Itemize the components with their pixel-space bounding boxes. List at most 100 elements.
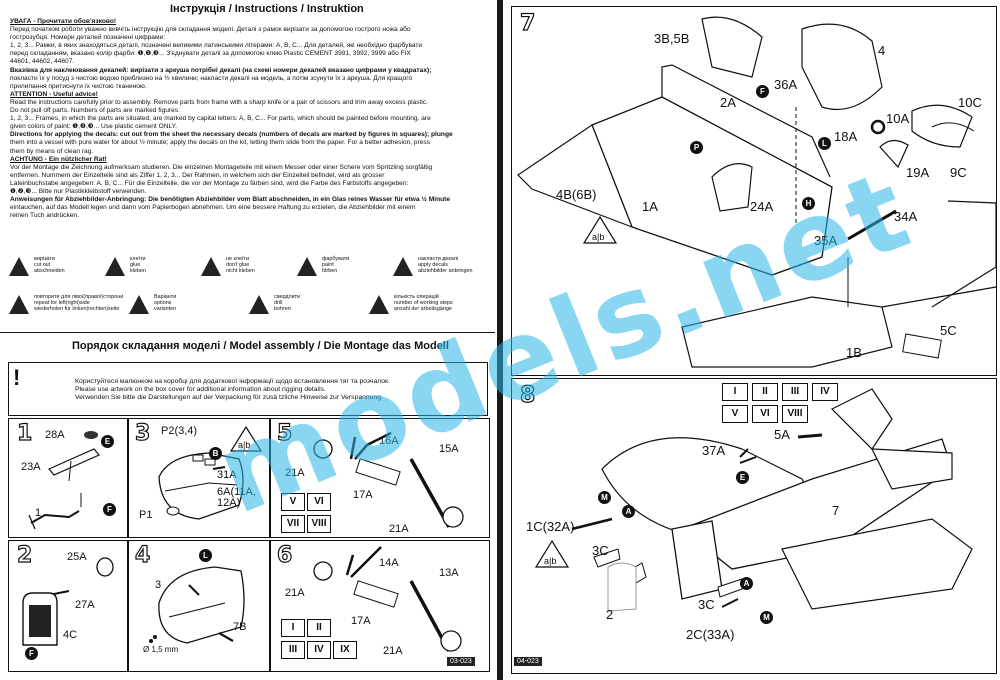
svg-text:a|b: a|b: [238, 440, 250, 450]
step-3-drawing: [158, 452, 244, 520]
legend-symbol-icon: [8, 294, 30, 316]
intro-line: 1, 2, 3... Рамки, в яких знаходяться дет…: [10, 42, 423, 50]
part-label: 23A: [21, 461, 41, 473]
step-5-panel: 5 16A 15A 21A 17A 21A V VI VII VIII: [270, 418, 490, 538]
step-8-panel: 8 I II III IV V VI VIII 5A 37A 1C(32A) 3…: [511, 378, 997, 674]
legend-text: накласти декалі apply decals abziehbilde…: [418, 256, 473, 275]
rigging-note-box: ! Користуйтеся малюнком на коробці для д…: [8, 362, 488, 416]
variant-cell: V: [281, 493, 305, 511]
part-label: 4: [878, 43, 886, 58]
page-code: 03-023: [447, 657, 475, 666]
step-number: 7: [519, 10, 536, 36]
part-label: 27A: [75, 599, 95, 611]
color-badge: F: [25, 647, 38, 660]
legend-symbol-icon: [200, 256, 222, 278]
intro-line: eintauchen, auf das Modell legen und dan…: [10, 204, 416, 212]
step-number: 1: [16, 420, 33, 446]
intro-line: Вказівка для наклеювання декалей: виріза…: [10, 66, 432, 74]
step-6-panel: 6 14A 13A 21A 17A 21A I II III IV IX 03-…: [270, 540, 490, 672]
part-label: P2(3,4): [161, 425, 198, 437]
part-label: 14A: [379, 557, 399, 569]
variant-cell: III: [281, 641, 305, 659]
part-label: 2: [606, 607, 614, 622]
variant-cell: VII: [281, 515, 305, 533]
intro-line: entfernen. Nummern der Einzelteile sind …: [10, 171, 385, 179]
options-icon: a|b: [582, 215, 618, 244]
color-badge: A: [740, 577, 753, 590]
variant-cell: VIII: [782, 405, 808, 423]
svg-text:a|b: a|b: [592, 232, 604, 242]
part-label: 34A: [894, 209, 918, 224]
color-badge: P: [690, 141, 703, 154]
variant-cell: II: [752, 383, 778, 401]
step-7-drawing: [517, 16, 997, 368]
part-label: 3C: [592, 543, 609, 558]
step-number: 3: [134, 420, 151, 446]
variant-cell: VI: [752, 405, 778, 423]
part-label: 37A: [702, 443, 726, 458]
legend-symbol-icon: [128, 294, 150, 316]
part-label: 16A: [379, 435, 399, 447]
legend-text: вирізати cut out abschneiden: [34, 256, 65, 275]
step-1-drawing: [28, 431, 100, 530]
assembly-title: Порядок складання моделі / Model assembl…: [72, 340, 449, 352]
part-label: 10A: [886, 111, 910, 126]
intro-line: Vor der Montage die Zeichnung aufmerksam…: [10, 163, 433, 171]
exclamation-icon: !: [13, 365, 21, 390]
color-badge: L: [199, 549, 212, 562]
part-label: 18A: [834, 129, 858, 144]
rigging-note: Користуйтеся малюнком на коробці для дод…: [75, 378, 390, 402]
part-label: 35A: [814, 233, 838, 248]
intro-line: ❶,❷,❸... Bitte nur Plastikkleibstoff ver…: [10, 187, 147, 195]
legend-text: клеїти glue kleben: [130, 256, 146, 275]
note-line: Verwenden Sie bitte die Darstellungen au…: [75, 394, 383, 402]
legend-text: кількість операцій number of working ste…: [394, 294, 453, 313]
variant-cell: I: [281, 619, 305, 637]
color-badge: B: [209, 447, 222, 460]
legend-text: не клеїти don't glue nicht kleben: [226, 256, 255, 275]
step-number: 2: [16, 542, 33, 568]
color-badge: F: [756, 85, 769, 98]
part-label: 1B: [846, 345, 862, 360]
part-label: 13A: [439, 567, 459, 579]
drill-size-label: Ø 1,5 mm: [143, 645, 179, 654]
divider-line: [0, 332, 495, 333]
step-3-panel: 3 P2(3,4) 31A 6A(11A, 12A) P1 B a|b: [128, 418, 270, 538]
variant-cell: V: [722, 405, 748, 423]
legend-symbol-icon: [296, 256, 318, 278]
part-label: 15A: [439, 443, 459, 455]
part-label: P1: [139, 509, 153, 521]
variant-cell: IV: [812, 383, 838, 401]
legend-symbol-icon: [8, 256, 30, 278]
color-badge: H: [802, 197, 815, 210]
part-label: 5A: [774, 427, 790, 442]
legend-text: свердлити drill bohren: [274, 294, 301, 313]
legend-symbol-icon: [248, 294, 270, 316]
variant-cell: IV: [307, 641, 331, 659]
note-line: Please use artwork on the box cover for …: [75, 386, 326, 394]
intro-line: покласти їх у посуд з чистою водою прибл…: [10, 74, 413, 82]
part-label: 28A: [45, 429, 65, 441]
step-8-drawing: [571, 388, 973, 612]
intro-line: 44601, 44602, 44607.: [10, 58, 75, 66]
part-label: 17A: [353, 489, 373, 501]
step-number: 8: [519, 382, 536, 408]
variant-cell: VIII: [307, 515, 331, 533]
step-5-drawing: [313, 431, 464, 528]
part-label: 3C: [698, 597, 715, 612]
part-label: 2A: [720, 95, 736, 110]
intro-line: them by means of clean rag.: [10, 147, 94, 155]
part-label: 36A: [774, 77, 798, 92]
page-code: 04-023: [514, 657, 542, 666]
part-label: 7: [832, 503, 840, 518]
intro-line: УВАГА - Прочитати обов'язково!: [10, 18, 117, 25]
color-badge: E: [101, 435, 114, 448]
part-label: 7B: [233, 621, 247, 633]
legend-text: Варіанти options varianten: [154, 294, 177, 313]
step-number: 6: [276, 542, 293, 568]
intro-line: Read the instructions carefully prior to…: [10, 98, 429, 106]
color-badge: M: [598, 491, 611, 504]
intro-line: Do not pull off parts. Numbers of parts …: [10, 107, 180, 115]
step-4-drawing: [149, 566, 245, 644]
legend-symbol-icon: [392, 256, 414, 278]
